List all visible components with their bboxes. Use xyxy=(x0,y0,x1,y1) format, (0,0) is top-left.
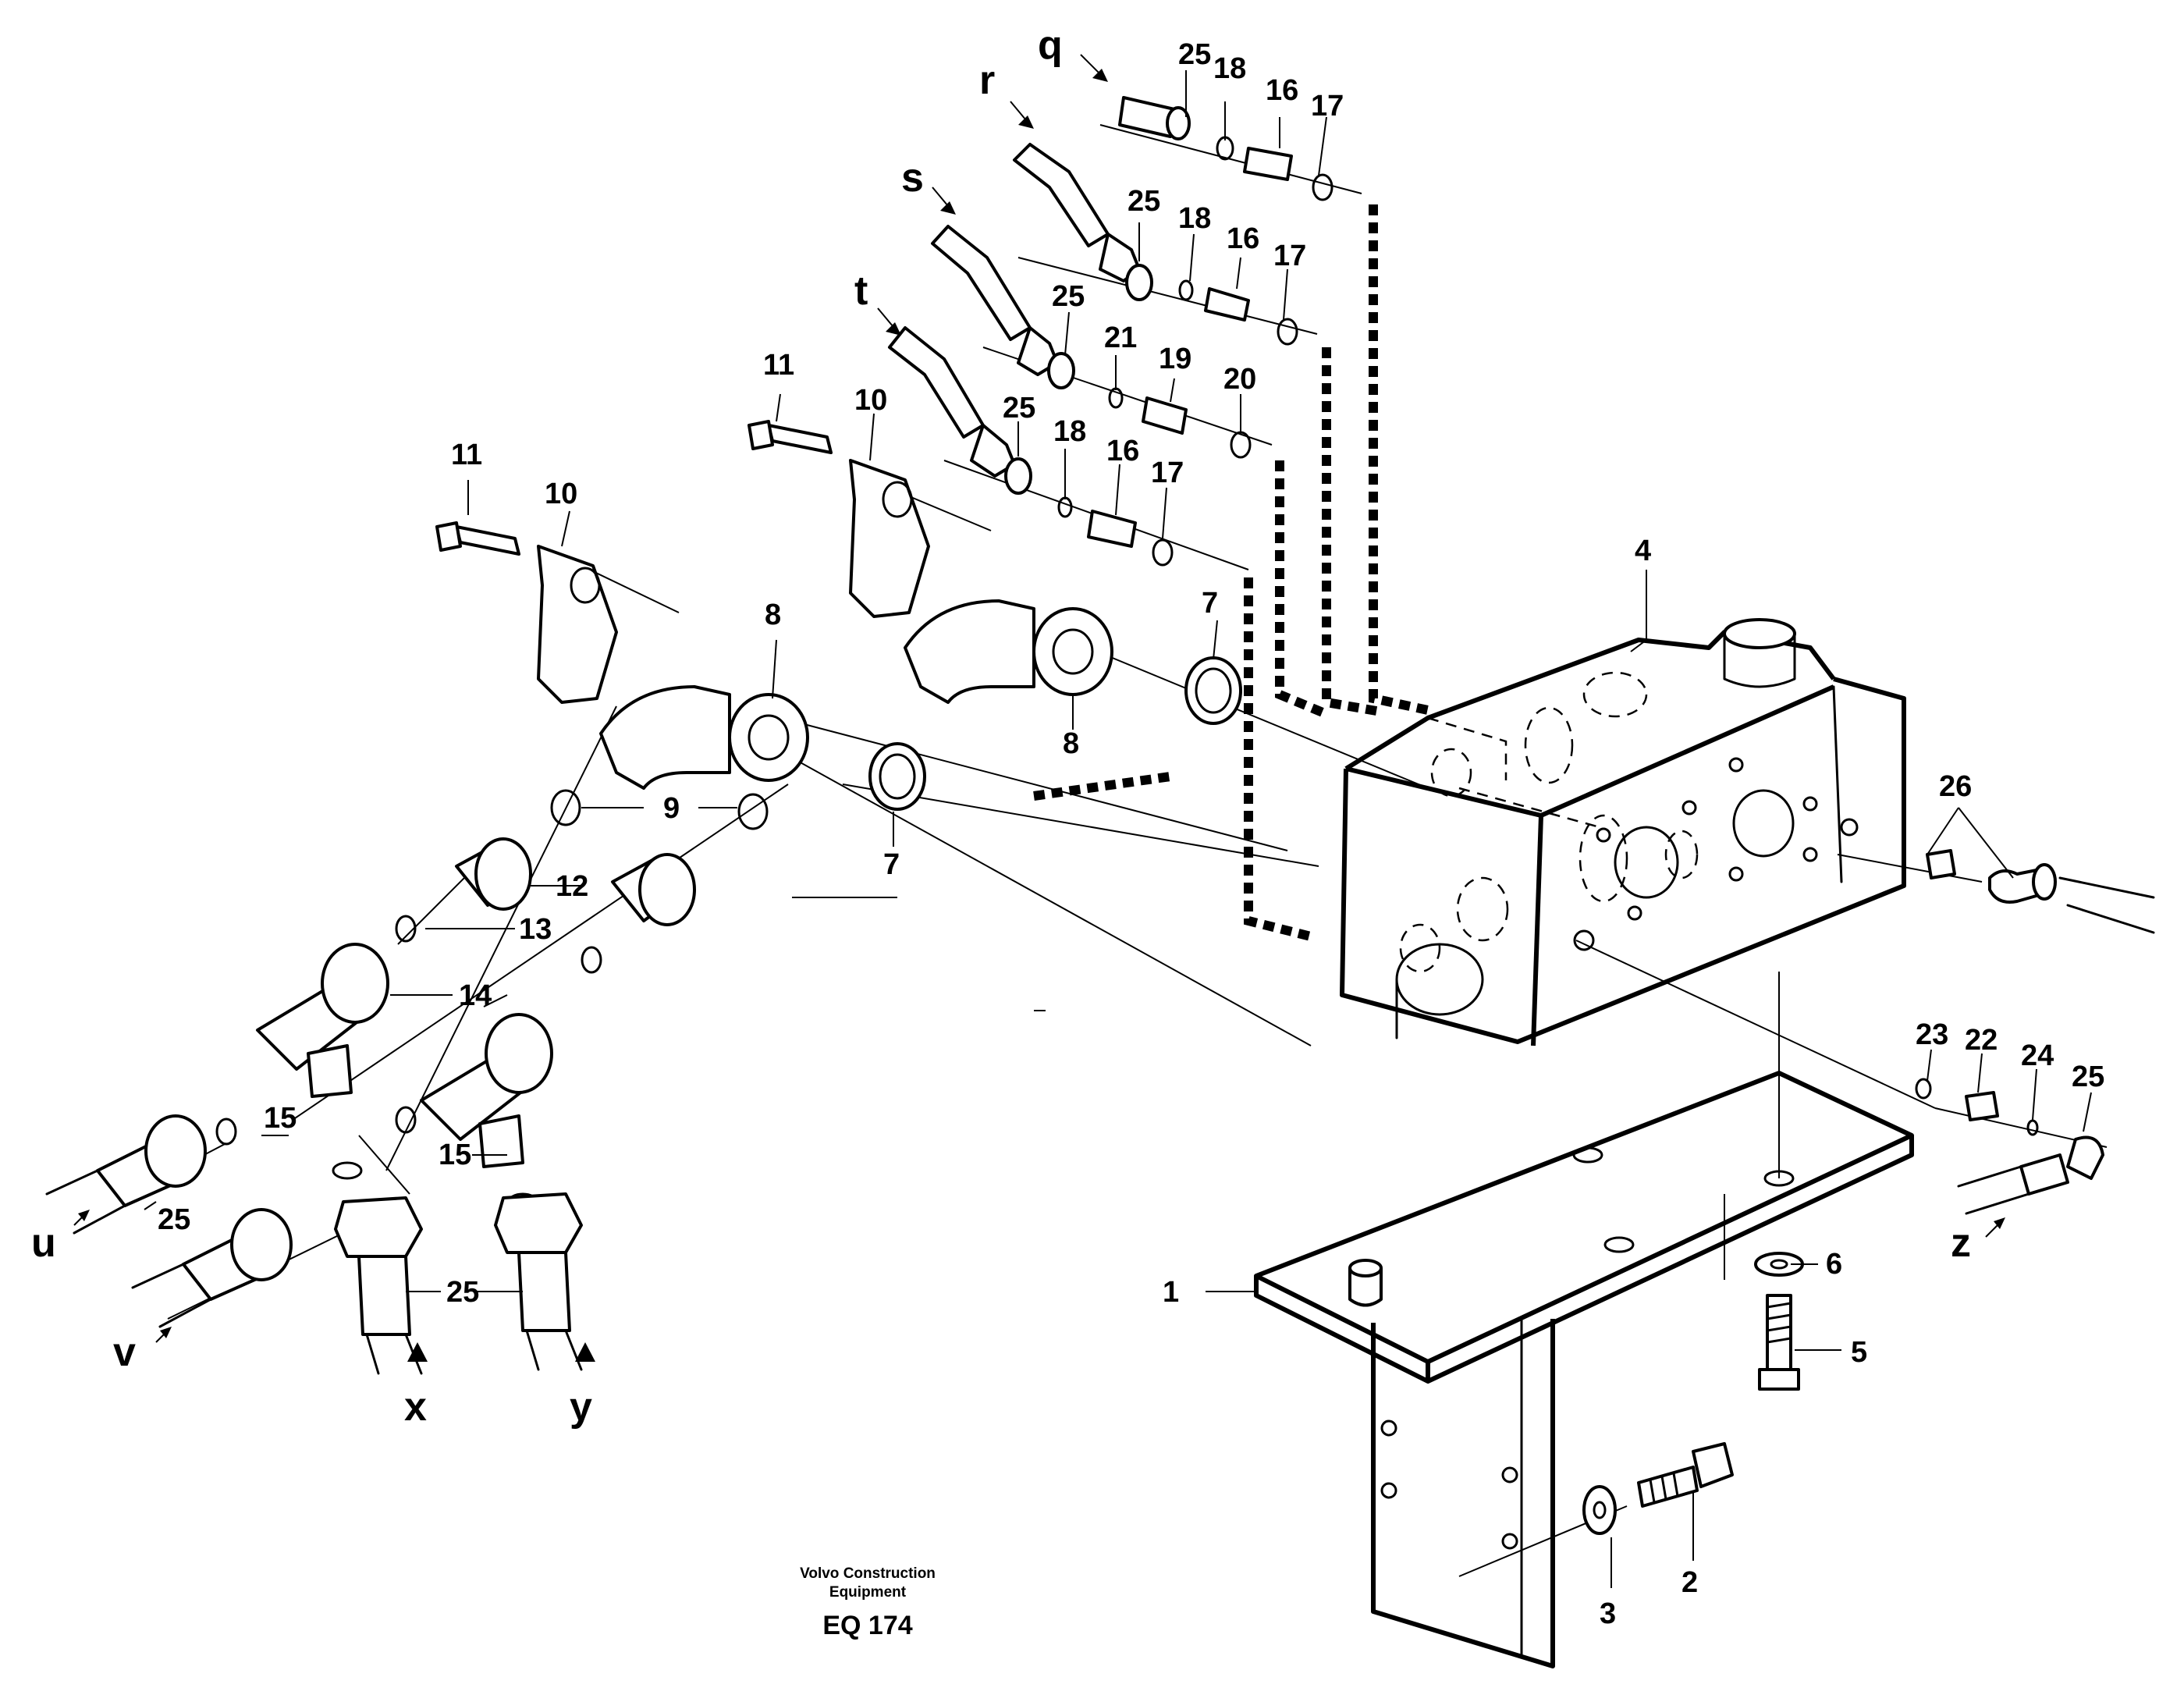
callout-25: 25 xyxy=(158,1203,190,1236)
connection-t: t xyxy=(854,268,868,314)
hose-group-bottom xyxy=(45,1114,583,1375)
callout-6: 6 xyxy=(1826,1248,1842,1281)
callout-20: 20 xyxy=(1223,363,1256,396)
bolt-horizontal xyxy=(1582,1442,1734,1535)
callout-17: 17 xyxy=(1311,90,1344,123)
callout-2: 2 xyxy=(1682,1566,1698,1599)
callout-4: 4 xyxy=(1635,535,1651,567)
callout-7: 7 xyxy=(1202,587,1218,620)
callout-25: 25 xyxy=(2072,1061,2104,1093)
callout-11: 11 xyxy=(451,439,482,471)
maker-line-1: Volvo Construction xyxy=(800,1565,936,1582)
callout-15: 15 xyxy=(439,1139,471,1171)
callout-26: 26 xyxy=(1939,770,1972,803)
connection-arrows xyxy=(73,54,2005,1362)
callout-13: 13 xyxy=(519,913,552,946)
callout-11: 11 xyxy=(763,349,794,382)
connection-labels: q r s t u v x y z xyxy=(31,23,1971,1430)
callout-23: 23 xyxy=(1916,1018,1948,1051)
connection-q: q xyxy=(1038,23,1063,68)
caption: Volvo Construction Equipment EQ 174 xyxy=(800,1565,936,1640)
callout-25: 25 xyxy=(1128,185,1160,218)
callout-19: 19 xyxy=(1159,343,1191,375)
callout-18: 18 xyxy=(1053,415,1086,448)
connection-v: v xyxy=(113,1330,136,1375)
callout-18: 18 xyxy=(1178,202,1211,235)
callout-22: 22 xyxy=(1965,1024,1998,1057)
connection-x: x xyxy=(404,1384,427,1430)
callout-17: 17 xyxy=(1273,240,1306,272)
callout-16: 16 xyxy=(1266,74,1298,107)
callout-14: 14 xyxy=(459,979,492,1012)
callout-16: 16 xyxy=(1106,435,1139,467)
callout-15: 15 xyxy=(264,1102,297,1135)
callout-8: 8 xyxy=(765,599,781,631)
callout-24: 24 xyxy=(2021,1039,2054,1072)
fitting-group-right xyxy=(1926,849,2155,934)
valve-block xyxy=(1340,618,1906,1046)
callout-1: 1 xyxy=(1163,1276,1179,1309)
callout-25: 25 xyxy=(1052,280,1085,313)
connection-r: r xyxy=(979,58,995,103)
callout-17: 17 xyxy=(1151,457,1184,489)
callout-25: 25 xyxy=(446,1276,479,1309)
callout-3: 3 xyxy=(1600,1597,1616,1630)
callout-12: 12 xyxy=(556,870,588,903)
callout-21: 21 xyxy=(1104,322,1137,354)
callout-16: 16 xyxy=(1227,222,1259,255)
callout-25: 25 xyxy=(1003,392,1035,425)
callout-ticks xyxy=(144,70,2092,1588)
callout-5: 5 xyxy=(1851,1336,1867,1369)
callout-10: 10 xyxy=(854,384,887,417)
callout-18: 18 xyxy=(1213,52,1246,85)
flange-clamps xyxy=(435,420,930,704)
fitting-group-z xyxy=(1915,1078,2104,1215)
figure-code: EQ 174 xyxy=(822,1611,912,1640)
mounting-bracket xyxy=(1254,1071,1914,1668)
part-callouts: 25 18 16 17 25 18 16 17 25 21 19 20 25 1… xyxy=(158,38,2104,1630)
maker-line-2: Equipment xyxy=(829,1584,907,1601)
connection-s: s xyxy=(901,155,924,201)
callout-7: 7 xyxy=(883,848,900,881)
callout-9: 9 xyxy=(663,792,680,825)
callout-8: 8 xyxy=(1063,727,1079,760)
callout-10: 10 xyxy=(545,478,577,510)
elbow-fittings xyxy=(599,599,1242,811)
connection-u: u xyxy=(31,1221,56,1266)
fitting-group-left xyxy=(215,789,769,1211)
bolt-vertical xyxy=(1754,1252,1804,1391)
hose-routes xyxy=(1033,204,1429,941)
hose-group-top xyxy=(888,96,1333,567)
connection-y: y xyxy=(570,1384,592,1430)
callout-25: 25 xyxy=(1178,38,1211,71)
connection-z: z xyxy=(1951,1221,1971,1266)
